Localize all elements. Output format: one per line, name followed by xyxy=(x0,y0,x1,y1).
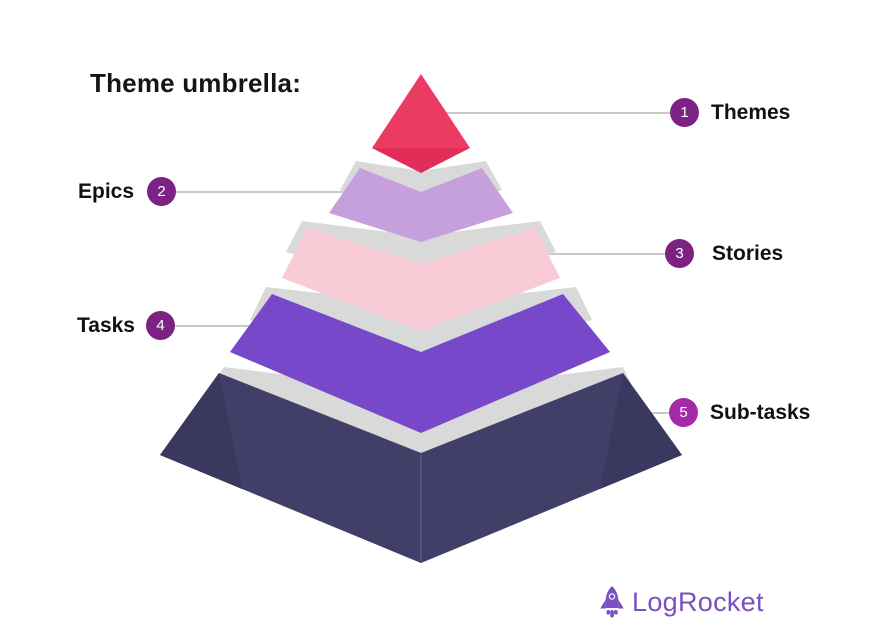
step-badge-stories: 3 xyxy=(665,239,694,268)
layer-themes-shape xyxy=(372,74,470,148)
layer-label-themes: Themes xyxy=(711,101,791,124)
layer-subtasks-side-left xyxy=(160,373,242,489)
brand-logo: LogRocket xyxy=(597,585,764,619)
step-number: 3 xyxy=(675,245,684,262)
step-number: 2 xyxy=(157,183,166,200)
layer-label-stories: Stories xyxy=(712,242,784,265)
step-badge-themes: 1 xyxy=(670,98,699,127)
layer-label-subtasks: Sub-tasks xyxy=(710,401,811,424)
layer-subtasks-side-right xyxy=(600,373,682,489)
brand-name: LogRocket xyxy=(632,586,764,617)
layer-subtasks-shape xyxy=(160,373,682,563)
page-title: Theme umbrella: xyxy=(90,68,302,98)
step-number: 5 xyxy=(679,404,688,421)
step-number: 4 xyxy=(156,317,165,334)
step-badge-epics: 2 xyxy=(147,177,176,206)
layer-stories-shape xyxy=(282,228,560,331)
layer-label-tasks: Tasks xyxy=(77,314,135,337)
step-number: 1 xyxy=(680,104,689,121)
step-badge-tasks: 4 xyxy=(146,311,175,340)
layer-label-epics: Epics xyxy=(78,180,135,203)
plate-2 xyxy=(286,221,556,292)
step-badge-subtasks: 5 xyxy=(669,398,698,427)
layer-tasks-shape xyxy=(230,294,610,433)
layer-themes-shape-lower xyxy=(372,148,470,173)
layer-epics-shape xyxy=(329,168,513,242)
rocket-icon xyxy=(600,586,624,618)
